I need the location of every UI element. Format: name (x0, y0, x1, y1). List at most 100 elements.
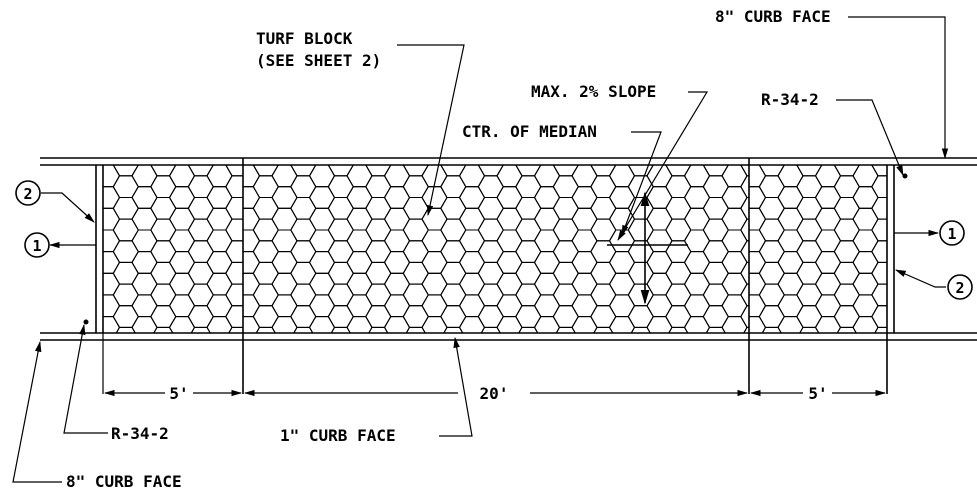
turf-block-hex (833, 218, 860, 242)
turf-block-hex (112, 240, 139, 263)
turf-block-hex (402, 283, 429, 307)
median-boundaries (95, 158, 895, 394)
turf-block-hex (668, 326, 689, 333)
turf-block-hex (871, 196, 887, 220)
turf-block-hex (112, 305, 139, 328)
turf-block-hex (833, 175, 860, 199)
turf-block-hex (440, 175, 467, 199)
turf-block-hex (727, 165, 742, 166)
turf-block-hex (796, 261, 823, 285)
turf-block-hex (630, 326, 651, 333)
turf-block-hex (552, 218, 579, 242)
turf-block-hex (858, 165, 873, 166)
turf-block-hex (477, 175, 504, 199)
turf-block-hex (365, 305, 392, 328)
turf-block-hex (740, 283, 749, 307)
turf-block-hex (290, 218, 317, 242)
turf-block-hex (365, 283, 392, 307)
callout-right-1: 1 (939, 220, 965, 246)
turf-block-hex (137, 165, 152, 166)
turf-block-hex (665, 240, 692, 263)
turf-block-hex (443, 326, 464, 333)
turf-block-hex (187, 283, 214, 307)
turf-block-hex (758, 261, 785, 285)
turf-block-hex (758, 240, 785, 263)
turf-block-hex (833, 283, 860, 307)
turf-block-hex (702, 196, 729, 220)
turf-block-hex (758, 305, 785, 328)
turf-block-hex (590, 218, 617, 242)
turf-block-hex (440, 283, 467, 307)
turf-block-hex (761, 326, 782, 333)
turf-block-hex (552, 305, 579, 328)
turf-block-hex (480, 326, 501, 333)
turf-block-hex (290, 240, 317, 263)
turf-block-hex (871, 240, 887, 263)
turf-block-hex (515, 305, 542, 328)
turf-block-hex (590, 261, 617, 285)
turf-block-hex (225, 261, 243, 285)
turf-block-hex (277, 165, 292, 166)
turf-block-hex (327, 196, 354, 220)
callout-circle (15, 180, 41, 206)
turf-block-hex (552, 240, 579, 263)
turf-block-hex (690, 165, 704, 166)
label-see-sheet-2: (SEE SHEET 2) (256, 51, 381, 70)
leader-r-34-2-bottom (63, 323, 108, 434)
turf-block-hex (871, 283, 887, 307)
turf-block-hex (402, 261, 429, 285)
turf-block-hex (402, 240, 429, 263)
turf-block-hex (874, 326, 887, 333)
label-1in-curb-face: 1" CURB FACE (280, 426, 396, 445)
turf-block-hex (515, 283, 542, 307)
turf-block-hex (327, 305, 354, 328)
turf-block-hex (365, 261, 392, 285)
turf-block-hex (440, 305, 467, 328)
turf-block-hex (465, 165, 479, 166)
turf-block-hex (365, 196, 392, 220)
turf-block-hex (405, 326, 426, 333)
turf-block-hex (187, 305, 214, 328)
callout-number: 1 (947, 225, 956, 243)
turf-block-hex (252, 283, 279, 307)
label-8in-curb-face-top: 8" CURB FACE (715, 7, 831, 26)
turf-block-hex (702, 261, 729, 285)
turf-block-hex (665, 283, 692, 307)
turf-block-hex (427, 165, 442, 166)
turf-block-hex (740, 240, 749, 263)
turf-block-hex (515, 196, 542, 220)
turf-block-hex-pattern-left (103, 165, 243, 333)
turf-block-hex (190, 326, 211, 333)
slope-symbol (607, 191, 688, 305)
turf-block-hex (252, 240, 279, 263)
leaders (12, 16, 949, 483)
label-turf-block: TURF BLOCK (256, 29, 353, 48)
leader-ctr-median (621, 131, 662, 237)
turf-block-hex (593, 326, 614, 333)
turf-block-hex (740, 305, 749, 328)
turf-block-hex (758, 218, 785, 242)
turf-block-hex (477, 305, 504, 328)
turf-block-hex (590, 196, 617, 220)
turf-block-hex (627, 218, 654, 242)
turf-block-hex (440, 261, 467, 285)
turf-block-hex (871, 261, 887, 285)
turf-block-hex (871, 175, 887, 199)
turf-block-hex (665, 261, 692, 285)
turf-block-hex (252, 196, 279, 220)
turf-block-hex (836, 326, 857, 333)
turf-block-hex (552, 283, 579, 307)
turf-block-hex (112, 175, 139, 199)
turf-block-hex (796, 218, 823, 242)
turf-block-hex (502, 165, 517, 166)
turf-block-hex (112, 283, 139, 307)
turf-block-hex (175, 165, 189, 166)
turf-block-hex (365, 218, 392, 242)
turf-block-hex (702, 218, 729, 242)
turf-block-hex (796, 196, 823, 220)
callout-circle (939, 220, 965, 246)
turf-block-hex-pattern-right (749, 165, 887, 333)
turf-block-hex (552, 261, 579, 285)
turf-block-hex (705, 326, 726, 333)
